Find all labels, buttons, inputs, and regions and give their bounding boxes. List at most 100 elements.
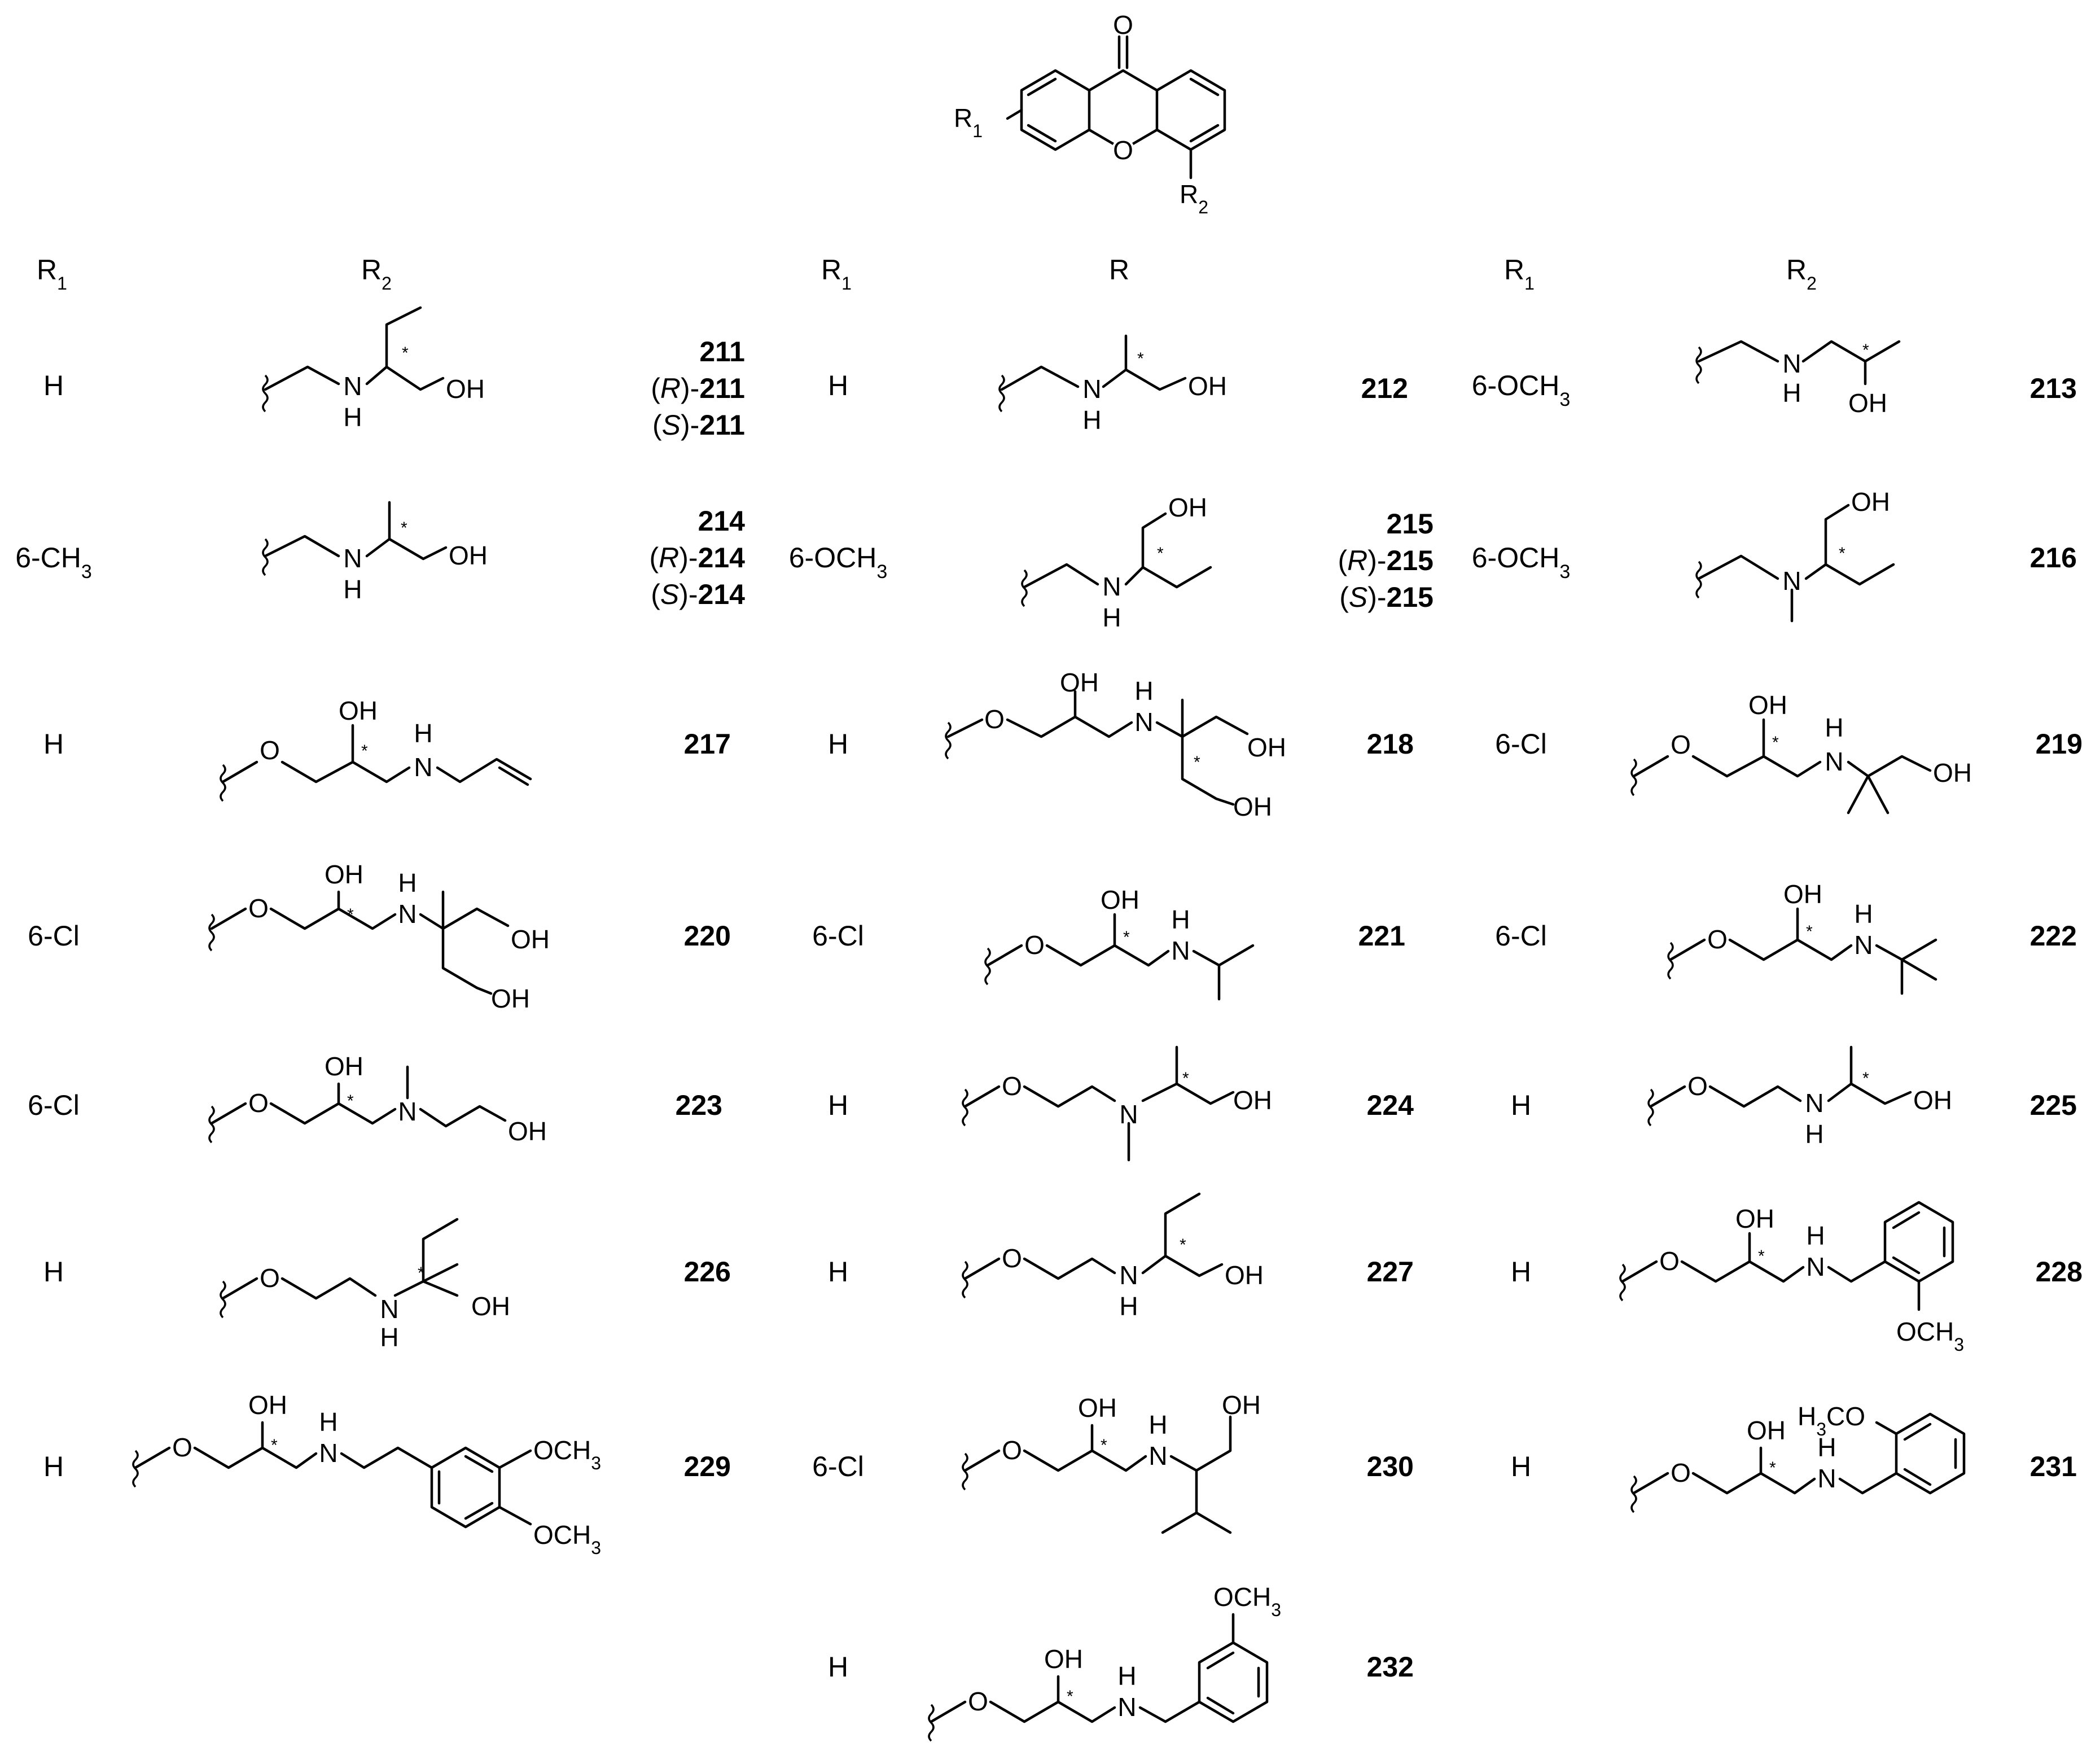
svg-text:OH: OH [1222,1390,1261,1420]
r1-219: 6-Cl [1495,728,1547,760]
compound-215-r: (R)-215 [1338,545,1434,576]
compound-211: 211 [699,336,745,367]
svg-text:*: * [347,1092,354,1110]
svg-text:OH: OH [325,1052,363,1081]
svg-text:*: * [1180,1236,1186,1254]
svg-text:OCH3: OCH3 [533,1520,601,1558]
compound-214-r: (R)-214 [649,542,745,574]
compound-220: 220 [684,920,731,952]
svg-text:O: O [1707,925,1728,954]
svg-text:N: N [1854,930,1873,960]
column-headers: R1 R2 R1 R R1 R2 [37,254,1817,294]
svg-text:H: H [319,1407,337,1437]
structure-221: O OH * N H [984,885,1255,1001]
svg-text:H: H [380,1323,398,1352]
structure-216: N * OH [1695,487,1895,623]
svg-text:N: N [1119,1100,1138,1129]
svg-text:O: O [984,704,1005,734]
compound-216: 216 [2030,542,2077,574]
svg-text:OH: OH [1933,758,1972,787]
compound-213: 213 [2030,373,2077,404]
svg-text:OH: OH [1060,668,1099,697]
compound-226: 226 [684,1256,731,1288]
r1-212: H [828,370,848,401]
core-r1-label: R1 [954,103,983,141]
svg-text:OH: OH [1044,1644,1083,1674]
svg-text:H: H [1782,378,1801,408]
structure-217: O OH * N H [220,696,532,802]
r1-223: 6-Cl [28,1089,80,1121]
svg-text:N: N [1148,1441,1167,1470]
svg-text:N: N [398,899,417,929]
svg-text:O: O [248,894,269,923]
r1-217: H [43,728,64,760]
r1-216: 6-OCH3 [1472,542,1571,583]
r1-224: H [828,1089,848,1121]
structure-215: N H * OH [1021,493,1212,632]
compound-230: 230 [1367,1451,1414,1482]
svg-text:OH: OH [446,374,485,404]
compound-217: 217 [684,728,731,760]
svg-text:H: H [414,719,432,748]
compound-224: 224 [1367,1089,1414,1121]
svg-text:O: O [1687,1071,1708,1101]
svg-text:OH: OH [1913,1085,1952,1115]
compound-215: 215 [1387,508,1434,540]
svg-text:*: * [418,1264,424,1282]
svg-text:H: H [1805,1119,1823,1149]
svg-text:N: N [1082,374,1101,404]
svg-text:*: * [1862,1069,1869,1088]
r1-230: 6-Cl [812,1451,864,1482]
svg-text:H: H [1148,1410,1167,1439]
svg-text:OH: OH [325,860,363,889]
header-r1-col3: R1 [1504,254,1535,294]
svg-text:H: H [1117,1661,1136,1691]
svg-text:*: * [1806,922,1813,941]
structure-213: N H * OH [1695,340,1901,418]
svg-text:N: N [1119,1260,1138,1290]
svg-text:O: O [1671,1458,1691,1487]
structure-227: O N H * OH [962,1192,1264,1321]
r1-214: 6-CH3 [15,542,92,583]
compound-223: 223 [676,1089,722,1121]
structure-220: O OH * N H OH OH [208,860,550,1013]
svg-text:OCH3: OCH3 [1896,1317,1964,1355]
svg-text:*: * [1101,1436,1107,1455]
svg-text:O: O [248,1088,269,1118]
compound-218: 218 [1367,728,1414,760]
svg-text:OH: OH [449,541,488,570]
r1-218: H [828,728,848,760]
structure-231: O OH * N H H3CO [1630,1402,1966,1513]
svg-text:OH: OH [1078,1393,1117,1422]
structure-232: O OH * N H OCH3 [928,1582,1281,1742]
r1-220: 6-Cl [28,920,80,952]
svg-text:OH: OH [1851,487,1890,516]
structure-226: O N H * OH [220,1218,510,1352]
structure-228: O OH * N H OCH3 [1619,1201,1964,1355]
svg-text:*: * [1862,341,1869,360]
r1-229: H [43,1451,64,1482]
svg-text:*: * [1123,928,1130,947]
svg-text:OH: OH [1848,388,1887,418]
svg-text:OH: OH [1747,1416,1786,1445]
r1-226: H [43,1256,64,1288]
svg-text:H: H [1825,713,1843,742]
structure-229: O OH * N H OCH3 OCH3 [132,1390,601,1558]
svg-text:O: O [260,1263,280,1293]
svg-text:N: N [380,1294,398,1324]
svg-text:*: * [1758,1247,1765,1266]
structure-225: O N H * OH [1647,1045,1952,1149]
svg-text:OH: OH [1233,1085,1272,1115]
svg-text:*: * [1772,733,1779,752]
structure-212: N H * OH [998,334,1227,435]
svg-text:*: * [271,1436,278,1455]
compound-225: 225 [2030,1089,2077,1121]
svg-text:*: * [1157,544,1164,563]
compound-232: 232 [1367,1651,1414,1683]
header-r-col2: R [1109,254,1129,286]
compound-231: 231 [2030,1451,2077,1482]
svg-text:OH: OH [1225,1260,1264,1290]
compound-214-s: (S)-214 [651,579,745,610]
svg-text:OH: OH [508,1117,547,1146]
svg-text:N: N [1117,1692,1136,1722]
